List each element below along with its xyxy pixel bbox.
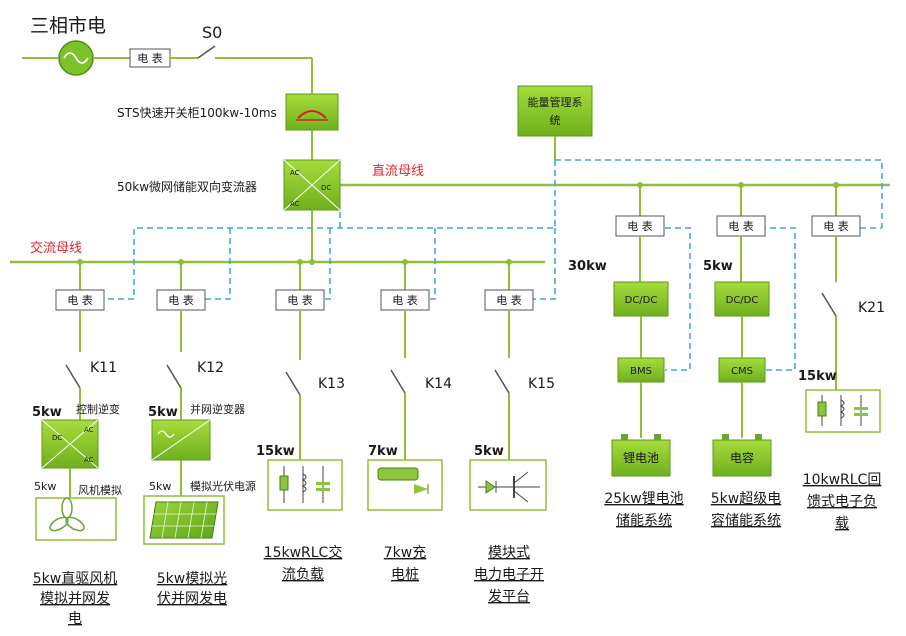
svg-text:5kw: 5kw: [474, 444, 504, 459]
grid-label: 三相市电: [30, 15, 106, 37]
svg-text:7kw: 7kw: [368, 444, 398, 459]
dc-branch-2: 电 表 5kw DC/DC CMS 电容 5kw超级电 容储能系统: [703, 185, 781, 529]
dcdc-1: [613, 281, 669, 317]
switch-s0-label: S0: [202, 23, 222, 42]
svg-text:模拟并网发: 模拟并网发: [40, 591, 110, 607]
power-electronics-icon: [469, 459, 547, 511]
svg-text:15kw: 15kw: [798, 369, 837, 384]
svg-text:容储能系统: 容储能系统: [711, 512, 781, 529]
ac-branch-5: 电 表 K15 5kw 模块式 电力电子开 发平台: [469, 262, 555, 605]
svg-text:馈式电子负: 馈式电子负: [807, 494, 877, 510]
svg-text:发平台: 发平台: [488, 589, 530, 605]
svg-text:7kw充: 7kw充: [384, 545, 426, 561]
svg-text:AC: AC: [290, 169, 300, 177]
battery-icon: [611, 439, 671, 477]
svg-text:储能系统: 储能系统: [616, 513, 672, 529]
ems-label-line1: 能量管理系: [528, 95, 583, 109]
dc-branch-3: 电 表 K21 15kw 10kwRLC回 馈式电子负 载: [798, 185, 885, 532]
svg-text:模块式: 模块式: [488, 545, 530, 561]
svg-text:并网逆变器: 并网逆变器: [190, 402, 245, 416]
switch-k13-label: K13: [318, 376, 345, 392]
svg-text:5kw直驱风机: 5kw直驱风机: [33, 570, 117, 587]
ac-bus-label: 交流母线: [30, 240, 82, 256]
svg-text:5kw: 5kw: [32, 405, 62, 420]
switch-k14-label: K14: [425, 376, 452, 392]
svg-text:25kw锂电池: 25kw锂电池: [604, 491, 683, 507]
svg-text:15kw: 15kw: [256, 444, 295, 459]
svg-text:DC: DC: [321, 184, 331, 192]
switch-s0: [197, 45, 216, 59]
dcdc-2: [714, 281, 770, 317]
ac-branch-2: 电 表 K12 5kw 并网逆变器 5kw 模拟光伏电源 5kw模拟光 伏并网发…: [143, 262, 256, 607]
svg-text:电 表: 电 表: [728, 219, 754, 233]
svg-text:电 表: 电 表: [168, 293, 194, 307]
svg-text:10kwRLC回: 10kwRLC回: [803, 472, 882, 488]
svg-text:30kw: 30kw: [568, 259, 607, 274]
sts-label: STS快速开关柜100kw-10ms: [117, 106, 277, 120]
svg-text:电: 电: [68, 611, 82, 627]
switch-k12-label: K12: [197, 360, 224, 376]
svg-text:流负载: 流负载: [282, 567, 324, 583]
svg-text:载: 载: [835, 516, 849, 532]
svg-text:AC: AC: [84, 456, 94, 464]
ems-label-line2: 统: [550, 114, 561, 127]
svg-text:5kw: 5kw: [703, 259, 733, 274]
svg-text:电 表: 电 表: [392, 293, 418, 307]
svg-text:5kw超级电: 5kw超级电: [711, 491, 781, 507]
capacitor-icon: [712, 439, 772, 477]
svg-text:CMS: CMS: [731, 366, 753, 377]
svg-text:5kw模拟光: 5kw模拟光: [157, 571, 227, 587]
converter-label: 50kw微网储能双向变流器: [117, 179, 257, 194]
ac-branch-4: 电 表 K14 7kw 7kw充 电桩: [367, 262, 452, 583]
svg-text:电桩: 电桩: [391, 566, 419, 583]
ac-branch-3: 电 表 K13 15kw 15kwRLC交 流负载: [256, 262, 345, 583]
pv-panel-icon: [149, 501, 219, 539]
ems-box: [517, 85, 593, 137]
svg-text:AC: AC: [290, 200, 300, 208]
svg-text:AC: AC: [84, 426, 94, 434]
dc-bus-label: 直流母线: [372, 164, 424, 179]
svg-text:控制逆变: 控制逆变: [76, 402, 120, 416]
svg-text:伏并网发电: 伏并网发电: [157, 591, 227, 607]
bms-box: [617, 357, 665, 383]
svg-text:5kw: 5kw: [149, 480, 171, 493]
svg-text:15kwRLC交: 15kwRLC交: [264, 544, 343, 561]
svg-text:BMS: BMS: [630, 366, 652, 377]
switch-k11-label: K11: [90, 360, 117, 376]
svg-text:电 表: 电 表: [627, 219, 653, 233]
grid-meter-label: 电 表: [137, 51, 163, 65]
svg-text:电 表: 电 表: [287, 293, 313, 307]
svg-text:电力电子开: 电力电子开: [474, 567, 544, 583]
svg-text:5kw: 5kw: [148, 405, 178, 420]
comm-lines: [104, 159, 883, 371]
svg-text:电 表: 电 表: [823, 219, 849, 233]
ac-branch-1: 电 表 K11 5kw 控制逆变 DC AC AC 5kw 风机模拟 5kw直驱…: [32, 262, 122, 627]
switch-k15-label: K15: [528, 376, 555, 392]
svg-text:锂电池: 锂电池: [623, 450, 659, 465]
cms-box: [718, 357, 766, 383]
svg-text:5kw: 5kw: [34, 480, 56, 493]
svg-text:电 表: 电 表: [67, 293, 93, 307]
svg-text:DC/DC: DC/DC: [625, 295, 658, 306]
svg-text:DC/DC: DC/DC: [726, 295, 759, 306]
svg-text:风机模拟: 风机模拟: [78, 483, 122, 497]
svg-text:模拟光伏电源: 模拟光伏电源: [190, 479, 256, 493]
switch-k21-label: K21: [858, 300, 885, 316]
dc-branch-1: 电 表 30kw DC/DC BMS 锂电池 25kw锂电池 储能系统: [568, 185, 684, 529]
svg-text:电 表: 电 表: [496, 293, 522, 307]
svg-text:电容: 电容: [730, 450, 754, 465]
svg-text:DC: DC: [52, 434, 62, 442]
